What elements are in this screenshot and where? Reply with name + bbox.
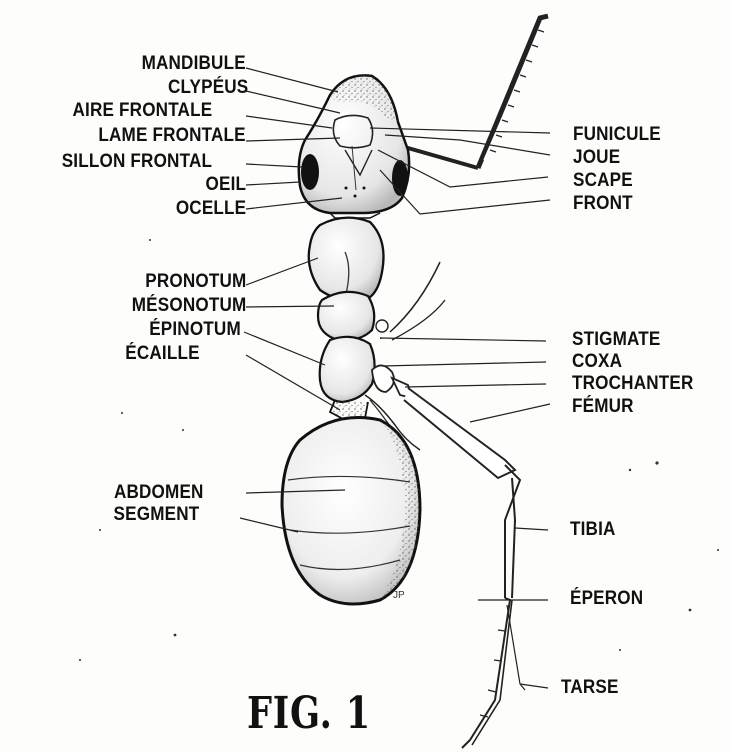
label-oeil: OEIL xyxy=(205,175,246,195)
label-ecaille: ÉCAILLE xyxy=(126,344,200,364)
label-femur: FÉMUR xyxy=(572,397,634,417)
label-tarse: TARSE xyxy=(561,678,619,698)
label-scape: SCAPE xyxy=(573,171,633,191)
label-joue: JOUE xyxy=(573,148,620,168)
figure-title: FIG. 1 xyxy=(247,688,371,739)
label-epinotum: ÉPINOTUM xyxy=(149,320,241,340)
label-segment: SEGMENT xyxy=(113,505,199,525)
label-clypeus: CLYPÉUS xyxy=(168,78,248,98)
label-mandibule: MANDIBULE xyxy=(142,54,246,74)
label-eperon: ÉPERON xyxy=(570,589,643,609)
label-ocelle: OCELLE xyxy=(176,199,246,219)
label-pronotum: PRONOTUM xyxy=(145,272,246,292)
ant-thorax xyxy=(309,218,388,420)
artist-signature: JP xyxy=(393,590,405,601)
ant-abdomen xyxy=(282,418,420,605)
label-tibia: TIBIA xyxy=(570,520,616,540)
stigmate xyxy=(376,320,388,332)
label-abdomen: ABDOMEN xyxy=(114,483,204,503)
eye-left xyxy=(301,154,319,190)
label-stigmate: STIGMATE xyxy=(572,330,661,350)
eye-right xyxy=(392,160,408,196)
label-lame-frontale: LAME FRONTALE xyxy=(99,126,246,146)
label-sillon-frontal: SILLON FRONTAL xyxy=(62,152,212,172)
label-front: FRONT xyxy=(573,194,633,214)
label-funicule: FUNICULE xyxy=(573,125,661,145)
ant-head xyxy=(299,75,409,218)
label-coxa: COXA xyxy=(572,352,622,372)
label-trochanter: TROCHANTER xyxy=(572,374,694,394)
label-mesonotum: MÉSONOTUM xyxy=(131,296,246,316)
label-aire-frontale: AIRE FRONTALE xyxy=(72,101,212,121)
